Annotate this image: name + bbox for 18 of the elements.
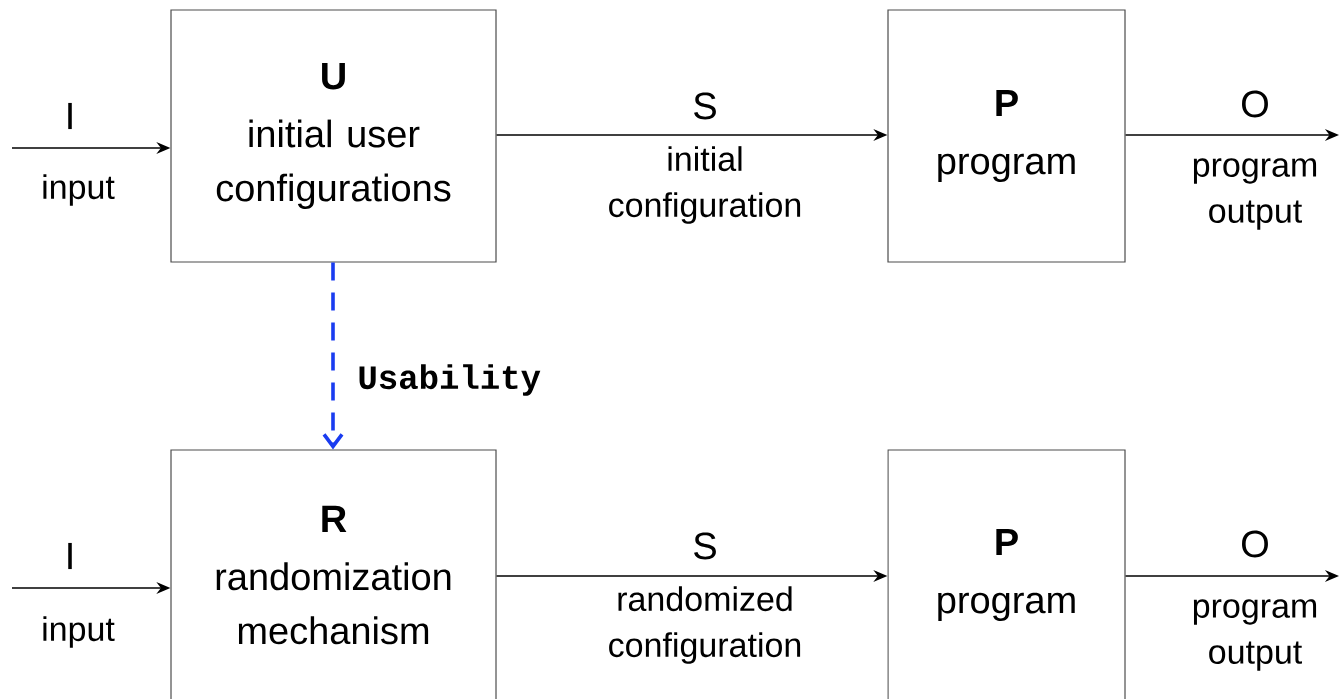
edge-caption: initial configuration	[609, 146, 801, 224]
edge-caption: program output	[1193, 599, 1317, 671]
edge-label: S	[690, 90, 720, 122]
edge-caption: randomized configuration	[609, 586, 801, 664]
process-box: P program	[887, 449, 1126, 699]
edge-caption: input	[43, 616, 115, 648]
edge-label: I	[62, 540, 78, 572]
edge-label: O	[1238, 88, 1272, 120]
edge-label: O	[1238, 528, 1272, 560]
edge-label: Usability	[355, 362, 544, 398]
process-box: U initial user configurations	[170, 9, 497, 263]
edge-caption: program output	[1193, 158, 1317, 230]
process-box: P program	[887, 9, 1126, 263]
edge-label: I	[62, 100, 78, 132]
edge-label: S	[690, 530, 720, 562]
process-box: R randomization mechanism	[170, 449, 497, 699]
edge-caption: input	[43, 174, 115, 206]
arrow	[322, 262, 344, 450]
